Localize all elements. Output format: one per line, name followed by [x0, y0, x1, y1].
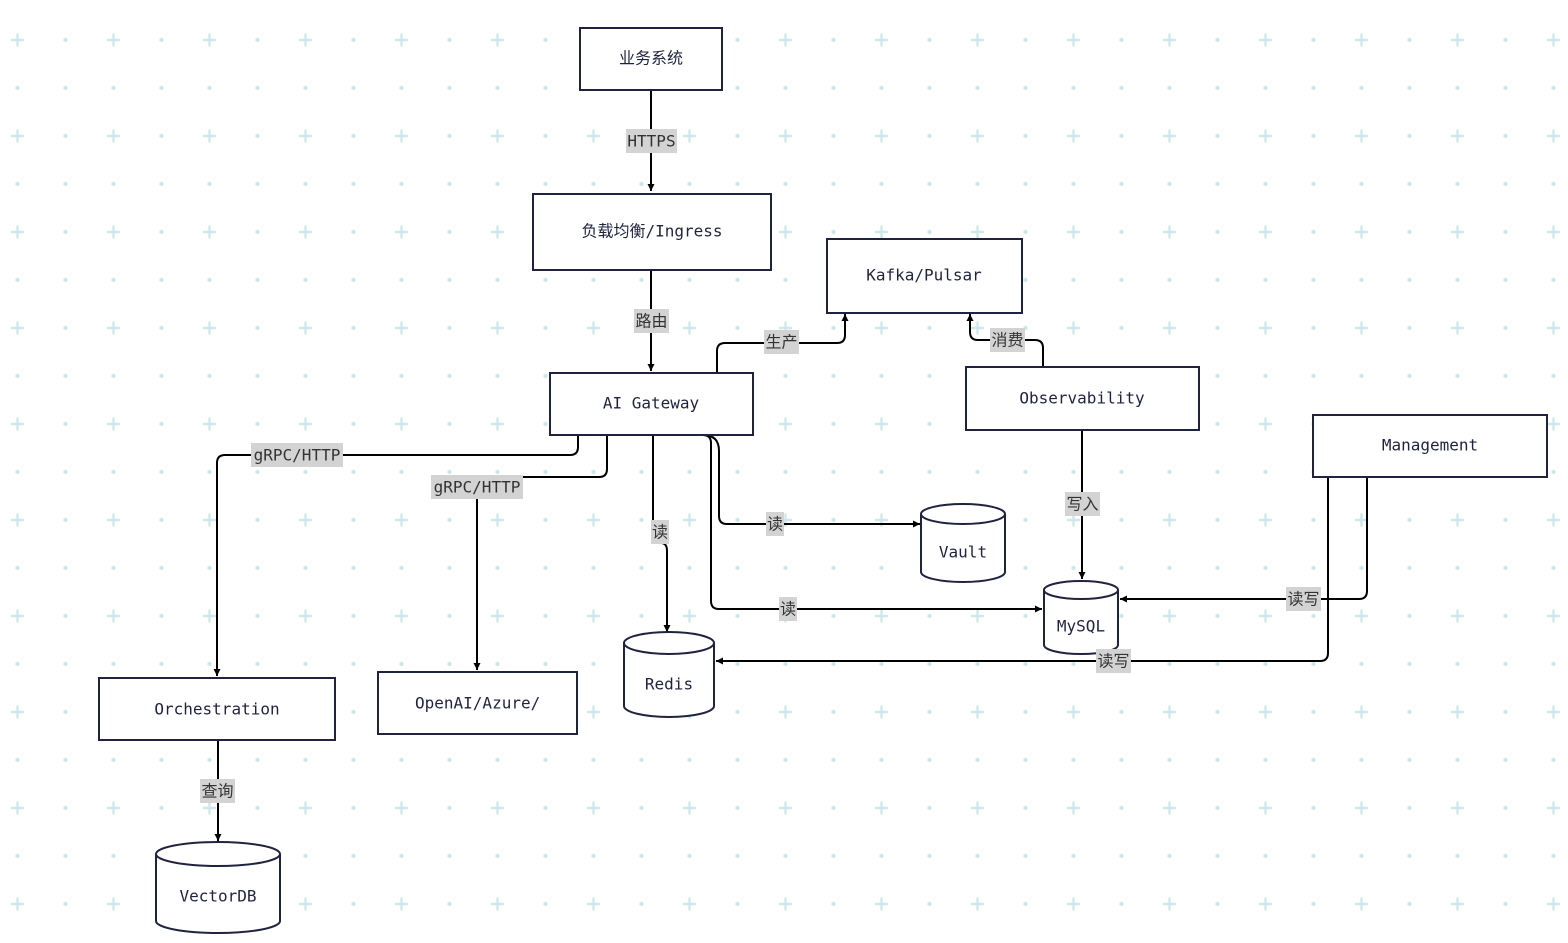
- edge-label-grpc-orchestration: gRPC/HTTP: [251, 443, 343, 467]
- svg-text:读写: 读写: [1097, 652, 1129, 671]
- svg-text:读写: 读写: [1287, 590, 1319, 609]
- edge-label-produce: 生产: [764, 330, 799, 354]
- node-redis[interactable]: Redis: [622, 631, 715, 718]
- svg-text:读: 读: [652, 523, 668, 542]
- edge-label-readwrite-mysql: 读写: [1286, 587, 1321, 611]
- nodes: 业务系统 负载均衡/Ingress AI Gateway Kafka/Pulsa…: [98, 27, 1548, 934]
- svg-text:HTTPS: HTTPS: [627, 132, 675, 151]
- svg-text:gRPC/HTTP: gRPC/HTTP: [434, 478, 521, 497]
- svg-text:写入: 写入: [1066, 495, 1098, 514]
- node-load-balancer-label: 负载均衡/Ingress: [581, 222, 722, 241]
- edge-labels: HTTPS 路由 生产 消费 gRPC/HTTP gRPC/HTTP 读 读: [200, 129, 1321, 803]
- node-ai-gateway[interactable]: AI Gateway: [549, 372, 754, 436]
- svg-text:消费: 消费: [991, 331, 1023, 350]
- node-vectordb-label: VectorDB: [179, 887, 256, 906]
- node-vectordb[interactable]: VectorDB: [154, 841, 281, 934]
- svg-text:读: 读: [767, 515, 783, 534]
- node-load-balancer[interactable]: 负载均衡/Ingress: [532, 193, 772, 271]
- edge-management-to-redis: [716, 477, 1329, 665]
- edge-label-readwrite-redis: 读写: [1096, 649, 1131, 673]
- edge-label-write: 写入: [1065, 492, 1100, 516]
- node-orchestration-label: Orchestration: [154, 700, 279, 719]
- svg-text:读: 读: [780, 600, 796, 619]
- svg-text:生产: 生产: [765, 333, 797, 352]
- node-ai-gateway-label: AI Gateway: [603, 394, 700, 413]
- edge-label-consume: 消费: [990, 328, 1025, 352]
- node-observability[interactable]: Observability: [965, 366, 1200, 431]
- node-openai-azure-label: OpenAI/Azure/: [415, 694, 540, 713]
- edge-label-read-vault: 读: [766, 512, 784, 536]
- node-vault[interactable]: Vault: [919, 503, 1006, 583]
- node-management-label: Management: [1382, 436, 1478, 455]
- node-redis-label: Redis: [645, 675, 693, 694]
- edge-label-route: 路由: [634, 309, 669, 333]
- svg-text:查询: 查询: [201, 782, 233, 801]
- edge-gateway-to-openai: [473, 435, 608, 670]
- node-vault-label: Vault: [939, 543, 987, 562]
- edge-label-query: 查询: [200, 779, 235, 803]
- node-kafka-pulsar[interactable]: Kafka/Pulsar: [826, 238, 1023, 314]
- svg-text:gRPC/HTTP: gRPC/HTTP: [254, 446, 341, 465]
- node-orchestration[interactable]: Orchestration: [98, 677, 336, 741]
- node-openai-azure[interactable]: OpenAI/Azure/: [377, 671, 578, 735]
- node-observability-label: Observability: [1019, 389, 1145, 408]
- edge-gateway-to-vault: [702, 434, 920, 528]
- edge-label-read-mysql: 读: [779, 597, 797, 621]
- svg-text:路由: 路由: [635, 312, 667, 331]
- edge-gateway-to-orchestration: [213, 435, 579, 676]
- edge-management-to-mysql: [1120, 477, 1368, 603]
- node-kafka-pulsar-label: Kafka/Pulsar: [866, 266, 982, 285]
- edge-label-grpc-openai: gRPC/HTTP: [431, 475, 523, 499]
- edge-label-https: HTTPS: [626, 129, 677, 153]
- node-mysql[interactable]: MySQL: [1042, 580, 1119, 655]
- node-management[interactable]: Management: [1312, 414, 1548, 478]
- edge-label-read-redis: 读: [651, 520, 669, 544]
- node-business-system[interactable]: 业务系统: [579, 27, 723, 91]
- node-business-system-label: 业务系统: [619, 49, 683, 68]
- node-mysql-label: MySQL: [1057, 617, 1105, 636]
